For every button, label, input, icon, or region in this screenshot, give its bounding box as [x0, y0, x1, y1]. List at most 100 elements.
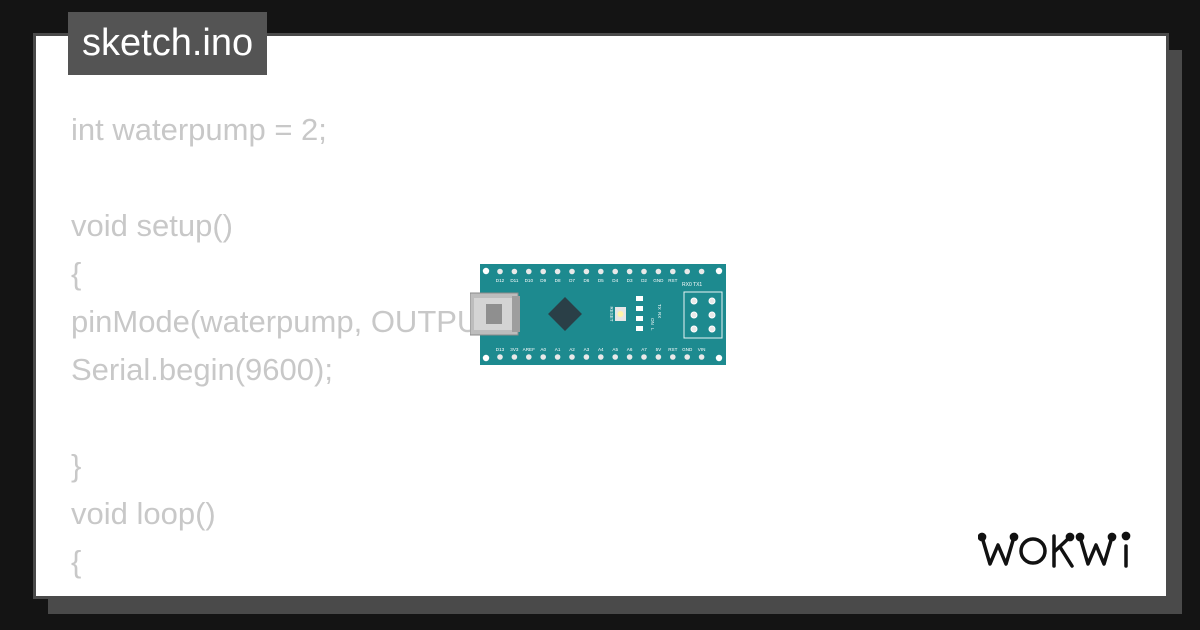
mount-hole: [715, 354, 723, 362]
header-pin: [554, 354, 561, 360]
pin-label: D9: [540, 278, 546, 283]
header-pin: [684, 268, 690, 275]
mount-hole: [482, 354, 490, 362]
mount-hole: [482, 267, 490, 275]
header-pin: [641, 354, 647, 360]
sketch-title: sketch.ino: [68, 12, 268, 75]
icsp-pin: [690, 325, 698, 333]
reset-button-cap: [617, 311, 624, 317]
pin-label: D2: [641, 278, 647, 283]
pin-label: A2: [569, 347, 575, 352]
header-pin: [655, 268, 662, 275]
top-pin-row: [497, 268, 705, 275]
led-rx: [636, 306, 643, 311]
pin-label: A6: [627, 347, 633, 352]
header-pin: [554, 268, 561, 275]
pin-label: AREF: [523, 347, 535, 352]
code-preview: int waterpump = 2; void setup() { pinMod…: [71, 106, 517, 586]
pin-label: D8: [555, 278, 561, 283]
pin-label: D10: [525, 278, 534, 283]
top-pin-labels: D12 D11 D10 D9 D8 D7 D6 D5 D4 D3 D2 GND RST: [496, 278, 678, 283]
led-label-tx: TX: [657, 304, 662, 310]
pin-label: A0: [540, 347, 546, 352]
code-line: }: [71, 448, 82, 483]
header-pin: [583, 268, 590, 275]
bottom-pin-row: [497, 354, 705, 360]
led-label-l: L: [650, 328, 655, 331]
icsp-pin: [690, 297, 698, 305]
pin-label: D7: [569, 278, 575, 283]
pin-label: D6: [583, 278, 589, 283]
icsp-header-outline: [683, 291, 723, 339]
header-pin: [540, 268, 546, 275]
header-pin: [698, 354, 705, 360]
header-pin: [698, 268, 705, 275]
pin-label: A3: [584, 347, 590, 352]
header-pin: [497, 268, 503, 275]
pin-label: D5: [598, 278, 604, 283]
status-leds: [636, 296, 643, 331]
header-pin: [641, 268, 647, 275]
mount-hole: [715, 267, 723, 275]
pin-label: VIN: [698, 347, 706, 352]
icsp-pin: [690, 311, 698, 319]
code-line: {: [71, 256, 82, 291]
pin-label: 3V3: [510, 347, 519, 352]
pin-label: RST: [668, 278, 677, 283]
code-line: void loop(): [71, 496, 216, 531]
header-pin: [583, 354, 590, 360]
icsp-pin: [708, 325, 716, 333]
pin-label: D13: [496, 347, 505, 352]
header-pin: [540, 354, 546, 360]
pin-label: D3: [627, 278, 633, 283]
led-l: [636, 326, 643, 331]
led-on: [636, 316, 643, 321]
pin-label: 5V: [656, 347, 663, 352]
icsp-pin: [708, 311, 716, 319]
pin-label: A4: [598, 347, 604, 352]
code-line: pinMode(waterpump, OUTPUT);: [71, 304, 518, 339]
header-pin: [526, 354, 532, 360]
reset-label: RESET: [609, 306, 614, 321]
code-line: [71, 394, 517, 442]
pin-label: GND: [682, 347, 693, 352]
header-pin: [612, 354, 618, 360]
pin-label: A7: [641, 347, 647, 352]
header-pin: [526, 268, 532, 275]
led-label-on: ON: [650, 318, 655, 325]
wokwi-logo: [978, 531, 1131, 568]
code-line: void setup(): [71, 208, 233, 243]
pin-label: D11: [510, 278, 519, 283]
rx-tx-label: RX0 TX1: [682, 282, 702, 288]
usb-connector-icon: [470, 292, 520, 336]
header-pin: [626, 268, 633, 275]
header-pin: [511, 354, 518, 360]
header-pin: [626, 354, 633, 360]
code-line: [71, 154, 517, 202]
code-line: int waterpump = 2;: [71, 112, 327, 147]
pin-label: A1: [555, 347, 561, 352]
led-tx: [636, 296, 643, 301]
led-label-rx: RX: [657, 312, 662, 318]
header-pin: [670, 268, 676, 275]
icsp-pins: [690, 297, 716, 333]
header-pin: [655, 354, 662, 360]
header-pin: [569, 268, 575, 275]
header-pin: [569, 354, 575, 360]
pin-label: GND: [653, 278, 664, 283]
pin-label: A5: [612, 347, 618, 352]
header-pin: [684, 354, 690, 360]
header-pin: [511, 268, 518, 275]
board-pcb: [480, 264, 726, 365]
header-pin: [497, 354, 503, 360]
bottom-pin-labels: D13 3V3 AREF A0 A1 A2 A3 A4 A5 A6 A7 5V RST GND VIN: [496, 347, 706, 352]
code-line: {: [71, 544, 82, 579]
icsp-pin: [708, 297, 716, 305]
header-pin: [612, 268, 618, 275]
pin-label: D4: [612, 278, 618, 283]
header-pin: [598, 268, 604, 275]
pin-label: D12: [496, 278, 505, 283]
pin-label: RST: [668, 347, 677, 352]
code-line: Serial.begin(9600);: [71, 352, 333, 387]
